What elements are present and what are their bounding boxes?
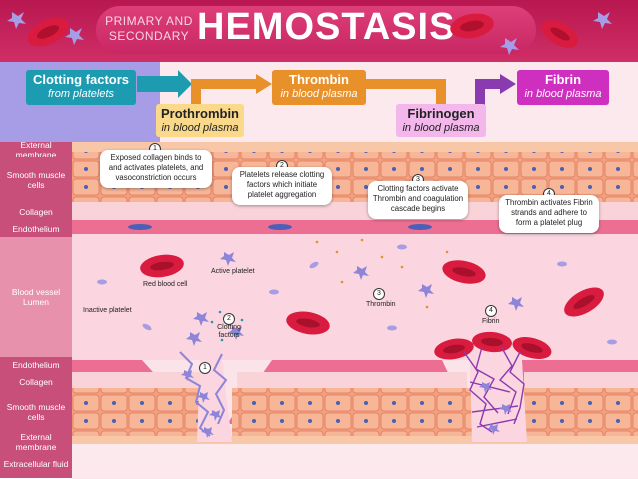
platelet-plug-left-cells xyxy=(181,370,222,438)
clotting-factors-box: Clotting factors from platelets xyxy=(26,70,136,105)
layer-label-smooth-muscle-bottom: Smooth muscle cells xyxy=(0,390,72,435)
prothrombin-title: Prothrombin xyxy=(161,106,239,121)
arrow-orange-down xyxy=(365,79,446,107)
fibrin-title: Fibrin xyxy=(544,72,582,87)
prothrombin-sub: in blood plasma xyxy=(161,122,239,134)
marker-3: 3 xyxy=(373,288,385,300)
step-2-callout: Platelets release clotting factors which… xyxy=(232,167,332,205)
platelet-icon xyxy=(7,12,26,29)
red-blood-cell-icon xyxy=(442,260,486,284)
layer-label-external-membrane-top: External membrane xyxy=(0,140,72,160)
arrow-teal xyxy=(137,70,192,98)
marker-4: 4 xyxy=(485,305,497,317)
top-endothelium xyxy=(72,220,638,234)
step-1-callout: Exposed collagen binds to and activates … xyxy=(100,150,212,188)
flow-arrows xyxy=(137,70,516,114)
extracellular-fluid xyxy=(72,444,638,478)
label-red-blood-cell: Red blood cell xyxy=(143,281,188,288)
arrow-orange-up xyxy=(191,79,258,107)
layer-label-collagen-top: Collagen xyxy=(0,203,72,222)
label-inactive-platelet: Inactive platelet xyxy=(83,307,132,314)
step-3-callout: Clotting factors activate Thrombin and c… xyxy=(368,181,468,219)
fibrin-mesh xyxy=(463,346,525,433)
top-external-membrane xyxy=(72,142,638,152)
platelet-icon xyxy=(500,38,519,55)
red-blood-cell-icon xyxy=(434,338,474,360)
arrow-purple xyxy=(475,79,502,107)
layer-label-lumen: Blood vessel Lumen xyxy=(0,237,72,358)
title-prefix: PRIMARY AND SECONDARY xyxy=(105,14,193,43)
layer-label-endothelium-bottom: Endothelium xyxy=(0,357,72,374)
clotting-factors-sub: from platelets xyxy=(47,88,115,100)
fibrinogen-sub: in blood plasma xyxy=(402,122,480,134)
banner-decorations xyxy=(7,12,612,55)
platelet-icon xyxy=(593,12,612,29)
layer-label-endothelium-top: Endothelium xyxy=(0,221,72,238)
label-fibrin: Fibrin xyxy=(482,318,500,325)
red-blood-cell-icon xyxy=(450,13,494,39)
thrombin-dots xyxy=(315,238,449,309)
page-title: HEMOSTASIS xyxy=(197,6,456,48)
fibrin-sub: in blood plasma xyxy=(524,88,602,100)
layer-label-external-membrane-bottom: External membrane xyxy=(0,432,72,452)
red-blood-cell-icon xyxy=(564,287,604,317)
label-clotting-factors: Clotting factors xyxy=(217,324,241,339)
red-blood-cell-icon xyxy=(286,311,330,335)
layer-label-smooth-muscle-top: Smooth muscle cells xyxy=(0,157,72,204)
marker-1: 1 xyxy=(199,362,211,374)
thrombin-sub: in blood plasma xyxy=(280,88,358,100)
platelet-plug-right-cells xyxy=(479,382,512,435)
prothrombin-box: Prothrombin in blood plasma xyxy=(156,104,244,137)
label-thrombin: Thrombin xyxy=(366,301,396,308)
marker-2: 2 xyxy=(223,313,235,325)
red-blood-cell-icon xyxy=(541,20,579,48)
top-collagen xyxy=(72,202,638,220)
step-4-callout: Thrombin activates Fibrin strands and ad… xyxy=(499,195,599,233)
layer-label-collagen-bottom: Collagen xyxy=(0,373,72,391)
label-active-platelet: Active platelet xyxy=(211,268,255,275)
platelet-cluster xyxy=(186,252,524,346)
platelet-icon xyxy=(65,28,84,45)
fibrinogen-box: Fibrinogen in blood plasma xyxy=(396,104,486,137)
red-blood-cell-icon xyxy=(140,254,184,278)
red-blood-cell-icon xyxy=(512,337,552,359)
inactive-platelets xyxy=(97,244,617,345)
fibrinogen-title: Fibrinogen xyxy=(407,106,475,121)
red-blood-cell-icon xyxy=(27,17,69,47)
layer-label-extracellular-fluid: Extracellular fluid xyxy=(0,450,72,479)
thrombin-box: Thrombin in blood plasma xyxy=(272,70,366,105)
fibrin-box: Fibrin in blood plasma xyxy=(517,70,609,105)
clotting-factors-title: Clotting factors xyxy=(32,72,130,87)
thrombin-title: Thrombin xyxy=(289,72,349,87)
bottom-external-membrane xyxy=(72,436,638,444)
lumen xyxy=(72,234,638,360)
platelet-plug-left xyxy=(179,351,228,437)
